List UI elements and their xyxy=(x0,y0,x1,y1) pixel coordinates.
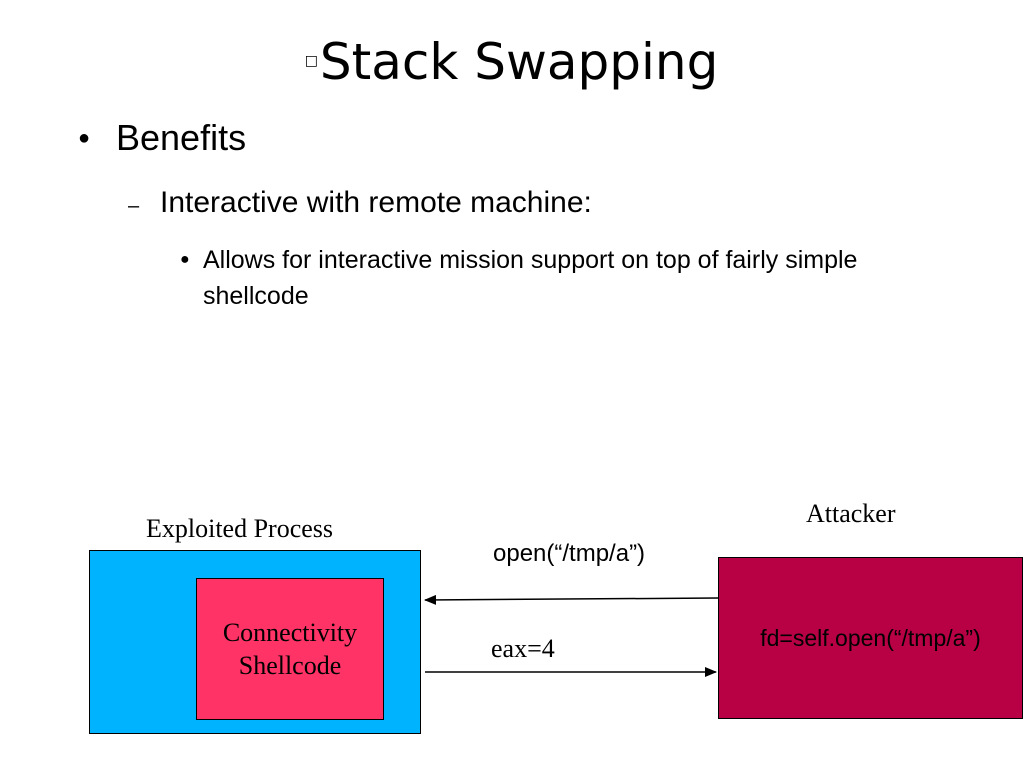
bullet-dot-small-icon: ● xyxy=(180,251,190,268)
bullet-dot-icon: ● xyxy=(78,127,91,149)
placeholder-glyph-icon: □ xyxy=(304,53,318,69)
arrow-to-process xyxy=(424,594,719,605)
arrow-to-attacker-label: eax=4 xyxy=(491,634,555,663)
slide-title: □Stack Swapping xyxy=(0,28,1023,95)
arrow-to-process-label: open(“/tmp/a”) xyxy=(493,540,646,567)
shellcode-line1: Connectivity xyxy=(222,618,358,647)
connectivity-shellcode-box: Connectivity Shellcode xyxy=(196,578,384,720)
bullet-level3-text: Allows for interactive mission support o… xyxy=(203,246,858,310)
attacker-label: Attacker xyxy=(806,499,896,528)
bullet-dash-icon: – xyxy=(128,195,140,217)
bullet-level2-text: Interactive with remote machine: xyxy=(160,186,592,219)
bullet-level1-text: Benefits xyxy=(116,117,247,158)
shellcode-line2: Shellcode xyxy=(238,651,342,680)
attacker-box-text: fd=self.open(“/tmp/a”) xyxy=(760,624,981,651)
exploited-process-label: Exploited Process xyxy=(146,514,334,543)
attacker-box: fd=self.open(“/tmp/a”) xyxy=(718,557,1023,719)
slide-title-text: Stack Swapping xyxy=(319,33,719,91)
